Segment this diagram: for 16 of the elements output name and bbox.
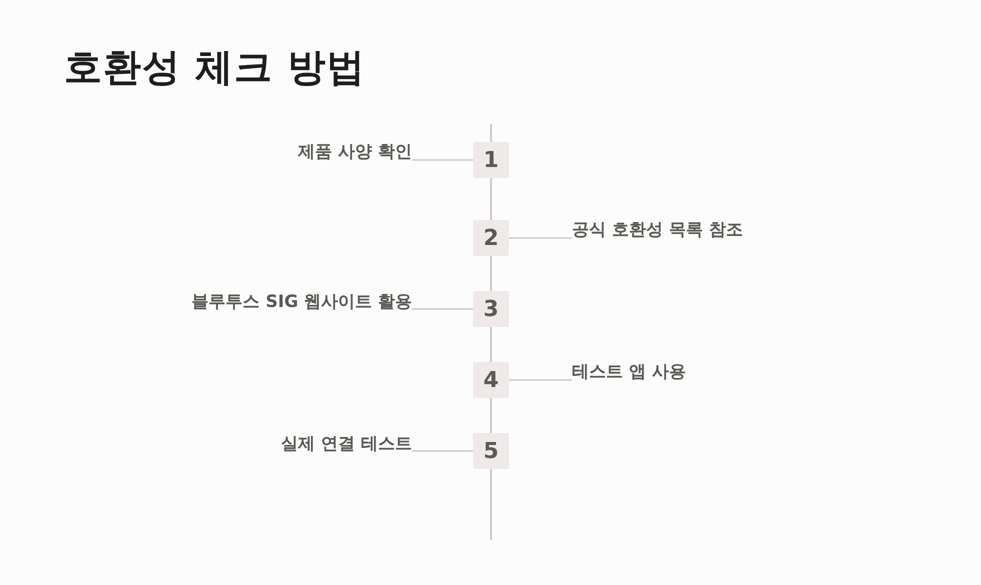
step-number-box: 3 bbox=[473, 291, 509, 327]
step-number-box: 4 bbox=[473, 362, 509, 398]
leader-line bbox=[412, 450, 473, 452]
step-number-box: 5 bbox=[473, 433, 509, 469]
leader-line bbox=[509, 237, 572, 239]
step-label: 공식 호환성 목록 참조 bbox=[572, 219, 743, 241]
step-label: 제품 사양 확인 bbox=[298, 141, 412, 163]
step-number-box: 1 bbox=[473, 142, 509, 178]
diagram-title: 호환성 체크 방법 bbox=[64, 44, 366, 91]
leader-line bbox=[509, 379, 572, 381]
step-label: 블루투스 SIG 웹사이트 활용 bbox=[192, 291, 412, 313]
step-label: 실제 연결 테스트 bbox=[281, 433, 412, 455]
step-number-box: 2 bbox=[473, 220, 509, 256]
step-label: 테스트 앱 사용 bbox=[572, 361, 686, 383]
leader-line bbox=[412, 159, 473, 161]
leader-line bbox=[412, 308, 473, 310]
